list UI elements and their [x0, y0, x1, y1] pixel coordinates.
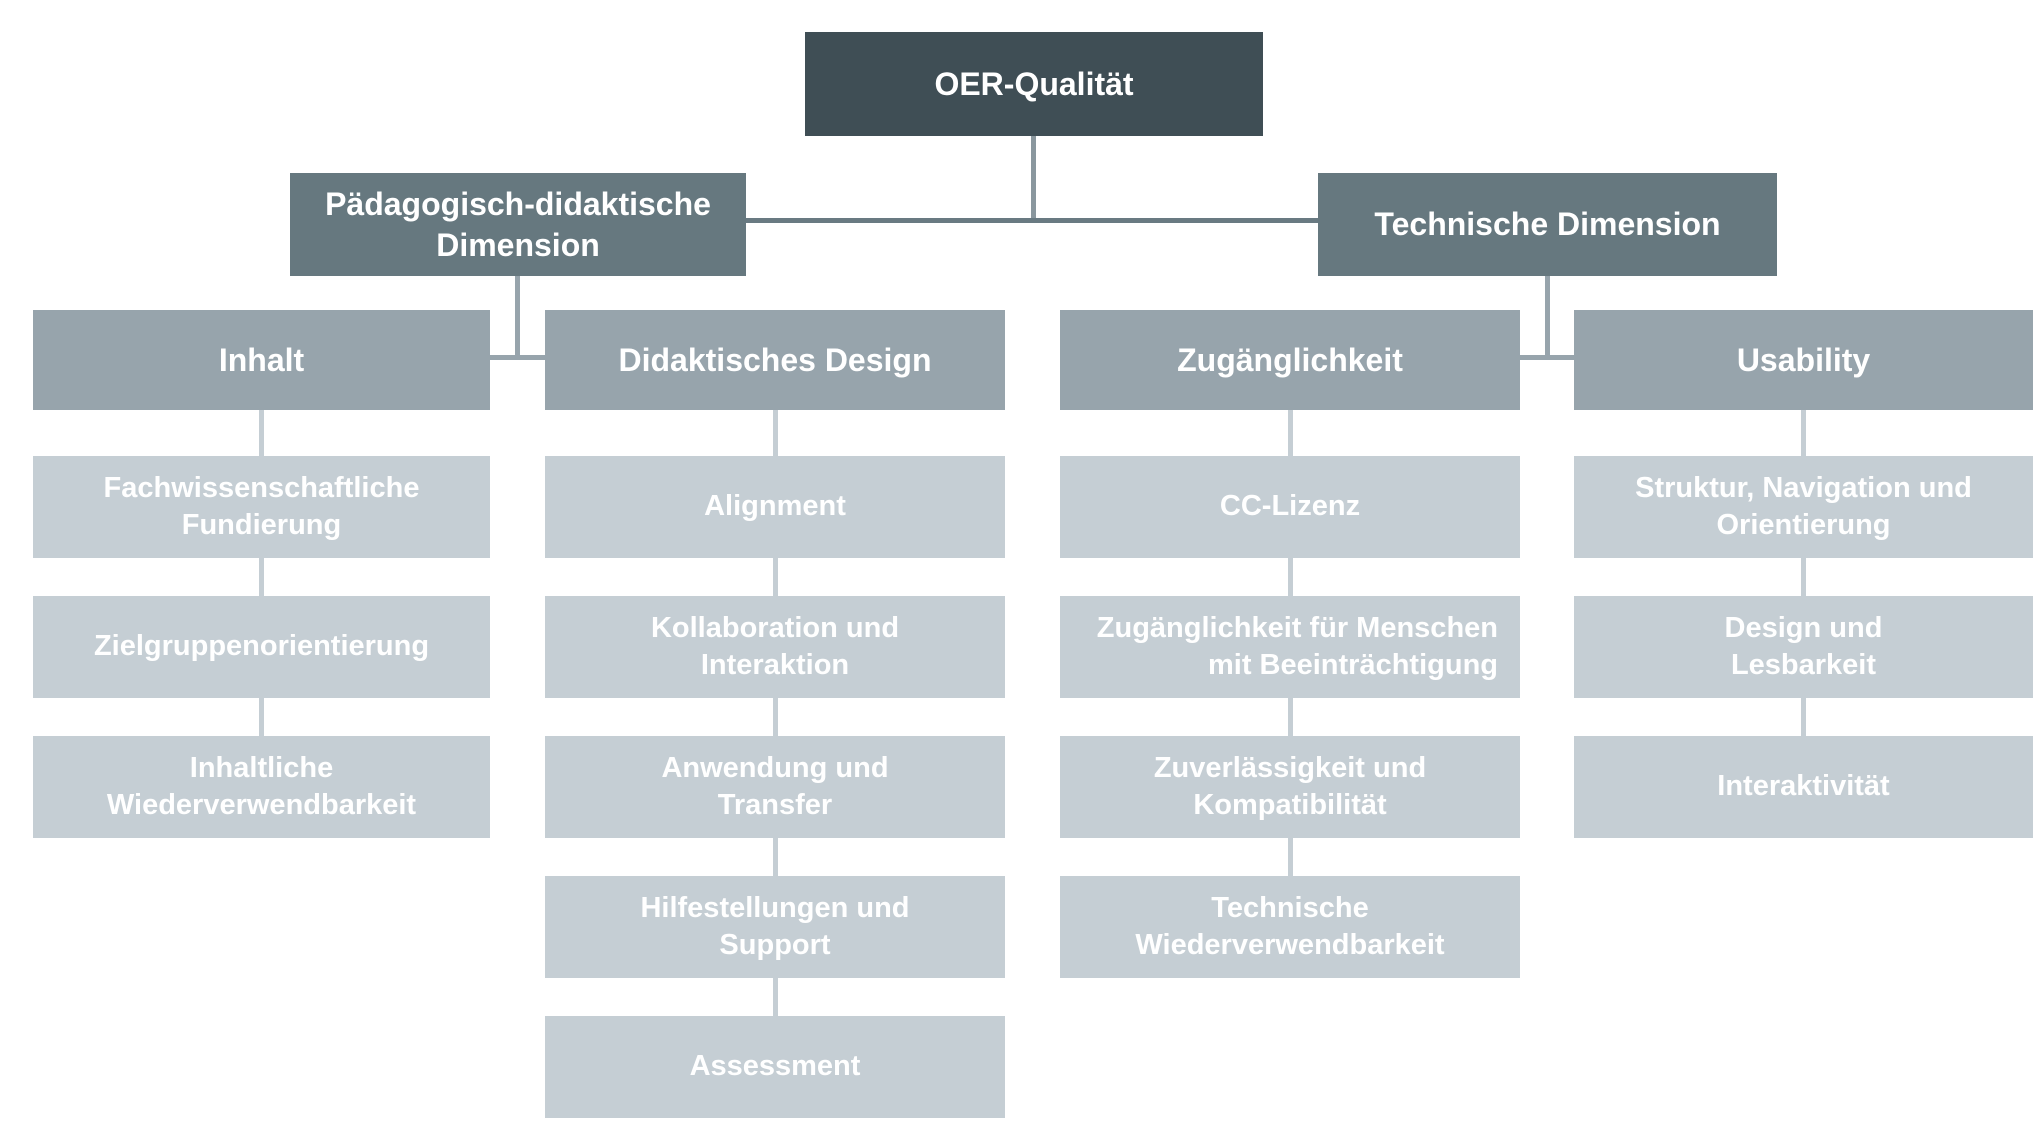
connector-dimension1-stub: [490, 355, 545, 360]
connector-col1-link3: [259, 698, 264, 736]
node-usability: Usability: [1574, 310, 2033, 410]
connector-col3-link2: [1288, 558, 1293, 596]
node-zugaenglichkeit: Zugänglichkeit: [1060, 310, 1520, 410]
connector-col4-link1: [1801, 410, 1806, 456]
node-didaktisches-design: Didaktisches Design: [545, 310, 1005, 410]
connector-root-vertical: [1031, 136, 1036, 223]
connector-col1-link1: [259, 410, 264, 456]
connector-col2-link1: [773, 410, 778, 456]
connector-col2-link2: [773, 558, 778, 596]
node-inhaltliche-wiederverwendbarkeit: Inhaltliche Wiederverwendbarkeit: [33, 736, 490, 838]
node-alignment: Alignment: [545, 456, 1005, 558]
node-oer-qualitaet: OER-Qualität: [805, 32, 1263, 136]
node-zuverlaessigkeit-und-kompatibilitaet: Zuverlässigkeit und Kompatibilität: [1060, 736, 1520, 838]
connector-col2-link4: [773, 838, 778, 876]
node-technische-wiederverwendbarkeit: Technische Wiederverwendbarkeit: [1060, 876, 1520, 978]
node-cc-lizenz: CC-Lizenz: [1060, 456, 1520, 558]
node-zugaenglichkeit-fuer-menschen-mit-beeintraechtigung: Zugänglichkeit für Menschen mit Beeinträ…: [1060, 596, 1520, 698]
connector-col1-link2: [259, 558, 264, 596]
node-kollaboration-und-interaktion: Kollaboration und Interaktion: [545, 596, 1005, 698]
connector-col3-link3: [1288, 698, 1293, 736]
node-paedagogisch-didaktische-dimension: Pädagogisch-didaktische Dimension: [290, 173, 746, 276]
connector-col4-link3: [1801, 698, 1806, 736]
node-technische-dimension: Technische Dimension: [1318, 173, 1777, 276]
node-interaktivitaet: Interaktivität: [1574, 736, 2033, 838]
node-hilfestellungen-und-support: Hilfestellungen und Support: [545, 876, 1005, 978]
connector-col3-link1: [1288, 410, 1293, 456]
connector-dimension2-stub: [1520, 355, 1574, 360]
node-design-und-lesbarkeit: Design und Lesbarkeit: [1574, 596, 2033, 698]
connector-col2-link3: [773, 698, 778, 736]
connector-root-horizontal: [746, 218, 1318, 223]
node-zielgruppenorientierung: Zielgruppenorientierung: [33, 596, 490, 698]
node-assessment: Assessment: [545, 1016, 1005, 1118]
node-fachwissenschaftliche-fundierung: Fachwissenschaftliche Fundierung: [33, 456, 490, 558]
connector-col4-link2: [1801, 558, 1806, 596]
connector-dimension2-vertical: [1545, 276, 1550, 360]
connector-col3-link4: [1288, 838, 1293, 876]
node-anwendung-und-transfer: Anwendung und Transfer: [545, 736, 1005, 838]
node-struktur-navigation-und-orientierung: Struktur, Navigation und Orientierung: [1574, 456, 2033, 558]
connector-col2-link5: [773, 978, 778, 1016]
connector-dimension1-vertical: [515, 276, 520, 360]
node-inhalt: Inhalt: [33, 310, 490, 410]
